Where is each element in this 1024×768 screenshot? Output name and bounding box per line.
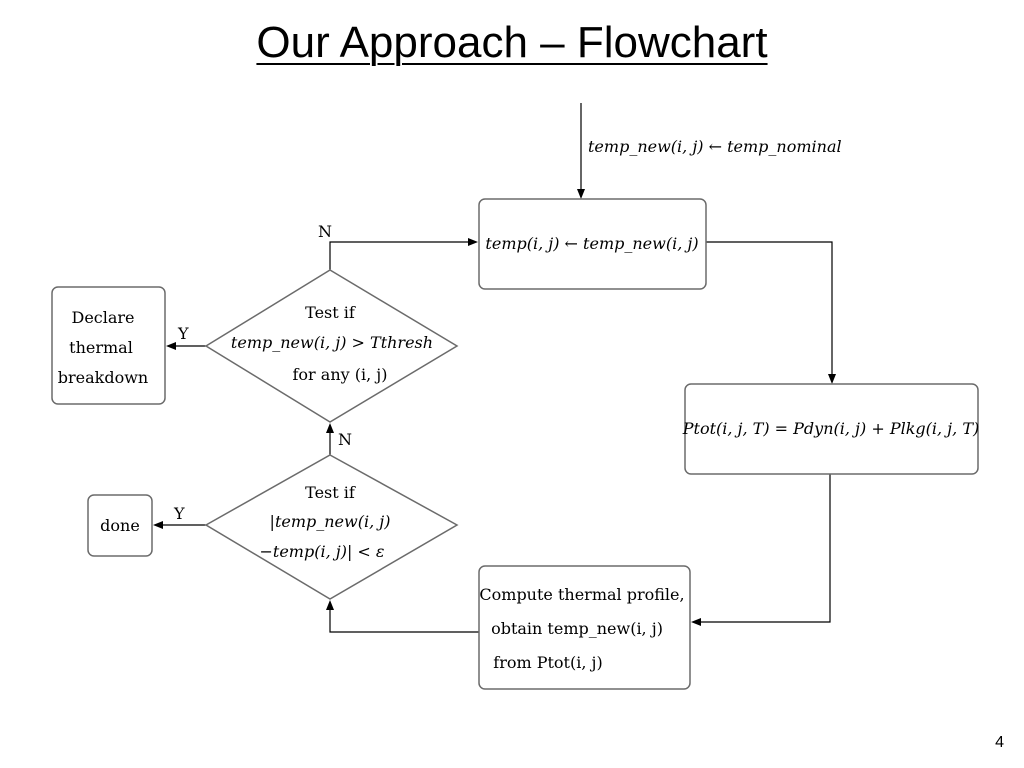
compute-box-line3: from Ptot(i, j) (493, 653, 602, 672)
arrowhead (577, 189, 585, 199)
assign-box-label: temp(i, j) ← temp_new(i, j) (485, 234, 698, 253)
breakdown-box-line2: thermal (69, 338, 133, 357)
arrowhead (828, 374, 836, 384)
power-to-compute-connector (696, 474, 831, 623)
slide-title: Our Approach – Flowchart (256, 18, 768, 67)
done-box: done (87, 494, 153, 557)
convergence-test-line1: Test if (305, 483, 356, 502)
arrowhead (326, 600, 334, 610)
breakdown-box: Declare thermal breakdown (51, 286, 166, 405)
convergence-test-line3: −temp(i, j)| < ε (259, 542, 384, 561)
page-number: 4 (995, 734, 1004, 751)
input-label: temp_new(i, j) ← temp_nominal (588, 137, 842, 156)
connectors (153, 103, 836, 633)
label-no-threshold: N (318, 222, 332, 241)
threshold-test-line1: Test if (305, 303, 356, 322)
threshold-no-connector (329, 241, 472, 270)
compute-box-line1: Compute thermal profile, (479, 585, 684, 604)
threshold-test-diamond: Test if temp_new(i, j) > Tthresh for any… (204, 269, 459, 423)
power-box: Ptot(i, j, T) = Pdyn(i, j) + Plkg(i, j, … (682, 383, 979, 475)
assign-box: temp(i, j) ← temp_new(i, j) (478, 198, 707, 290)
done-box-label: done (100, 516, 140, 535)
arrowhead (153, 521, 163, 529)
threshold-test-line2: temp_new(i, j) > Tthresh (231, 333, 433, 352)
convergence-test-line2: |temp_new(i, j) (270, 512, 391, 531)
compute-to-convergence-connector (329, 606, 479, 633)
threshold-test-line3: for any (i, j) (293, 365, 388, 384)
convergence-test-diamond: Test if |temp_new(i, j) −temp(i, j)| < ε (204, 454, 459, 600)
compute-box-line2: obtain temp_new(i, j) (491, 619, 663, 638)
arrowhead (691, 618, 701, 626)
label-no-convergence: N (338, 430, 352, 449)
breakdown-box-line3: breakdown (58, 368, 148, 387)
compute-box: Compute thermal profile, obtain temp_new… (478, 565, 691, 690)
power-box-label: Ptot(i, j, T) = Pdyn(i, j) + Plkg(i, j, … (682, 419, 979, 438)
arrowhead (326, 423, 334, 433)
arrowhead (166, 342, 176, 350)
label-yes-breakdown: Y (177, 324, 189, 343)
label-yes-done: Y (173, 504, 185, 523)
assign-to-power-connector (706, 241, 833, 378)
breakdown-box-line1: Declare (71, 308, 134, 327)
arrowhead (468, 238, 478, 246)
